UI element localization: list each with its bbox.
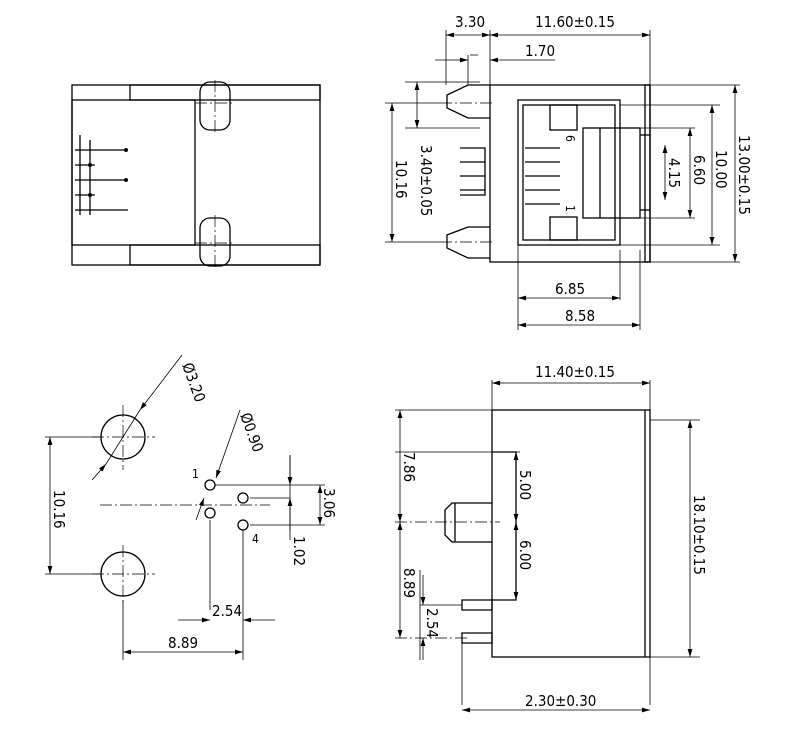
dim-3-40: 3.40±0.05	[417, 145, 435, 216]
pin-label-6: 6	[563, 135, 577, 142]
dim-5-00: 5.00	[516, 470, 534, 500]
dim-4-15: 4.15	[665, 158, 683, 188]
dim-3-06: 3.06	[320, 488, 338, 518]
dim-3-30: 3.30	[455, 13, 485, 31]
dim-8-89: 8.89	[400, 568, 418, 598]
dim-10-16: 10.16	[50, 490, 68, 529]
dim-6-60: 6.60	[690, 155, 708, 185]
dim-dia-3-20: Ø3.20	[178, 360, 209, 404]
dim-2-54: 2.54	[212, 602, 242, 620]
pin-label-1: 1	[192, 467, 199, 481]
dim-11-60: 11.60±0.15	[535, 13, 615, 31]
top-left-view	[71, 80, 321, 270]
dim-1-70: 1.70	[525, 42, 555, 60]
dim-1-02: 1.02	[290, 536, 308, 566]
dim-6-00: 6.00	[516, 540, 534, 570]
dim-6-85: 6.85	[555, 280, 585, 298]
dim-2-54: 2.54	[423, 608, 441, 638]
dim-11-40: 11.40±0.15	[535, 363, 615, 381]
dim-7-86: 7.86	[400, 452, 418, 482]
dim-10-16: 10.16	[392, 160, 410, 199]
pcb-layout-view: Ø3.20 Ø0.90 10.16 3.06 1.02 2.54 8.89 1 …	[45, 354, 338, 660]
dim-2-30: 2.30±0.30	[525, 692, 596, 710]
dim-18-10: 18.10±0.15	[690, 495, 708, 575]
dim-8-58: 8.58	[565, 307, 595, 325]
dim-dia-0-90: Ø0.90	[236, 410, 267, 454]
top-right-view: 3.30 11.60±0.15 1.70 10.16 3.40±0.05 4.1…	[385, 13, 753, 330]
pin-label-1: 1	[563, 205, 577, 212]
side-view: 11.40±0.15 7.86 5.00 6.00 8.89 2.54 18.1…	[395, 363, 708, 713]
dim-8-89: 8.89	[168, 634, 198, 652]
dim-10-00: 10.00	[712, 150, 730, 189]
pin-label-4: 4	[252, 532, 259, 546]
dim-13-00: 13.00±0.15	[735, 135, 753, 215]
